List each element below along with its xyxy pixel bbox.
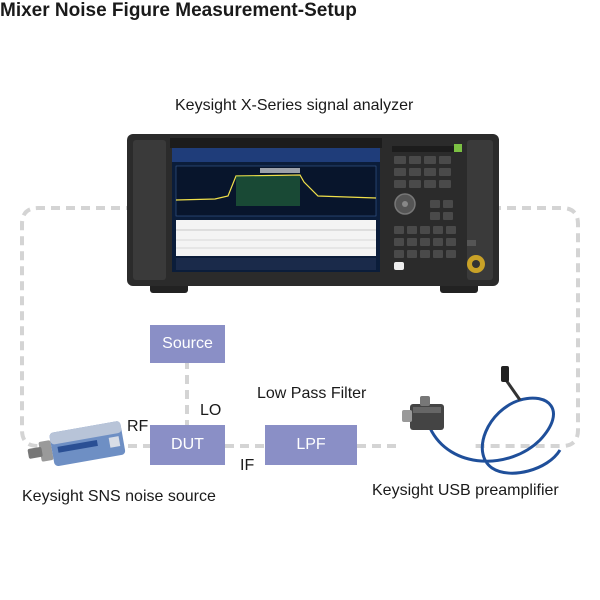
signal-analyzer-icon	[127, 134, 499, 293]
dut-block: DUT	[150, 425, 225, 465]
analyzer-label: Keysight X-Series signal analyzer	[175, 97, 414, 114]
noise-source-icon	[27, 421, 126, 467]
if-label: IF	[240, 457, 255, 474]
dashed-connection-loop	[20, 206, 135, 448]
preamp-label: Keysight USB preamplifier	[372, 482, 559, 499]
usb-preamplifier-icon	[402, 366, 562, 475]
noise-source-label: Keysight SNS noise source	[22, 488, 216, 505]
source-block: Source	[150, 325, 225, 363]
lo-label: LO	[200, 402, 222, 419]
dashed-connection-right	[462, 206, 580, 448]
lpf-block: LPF	[265, 425, 357, 465]
lpf-caption: Low Pass Filter	[257, 385, 367, 402]
page-title: Mixer Noise Figure Measurement-Setup	[0, 0, 357, 21]
rf-label: RF	[127, 418, 149, 435]
